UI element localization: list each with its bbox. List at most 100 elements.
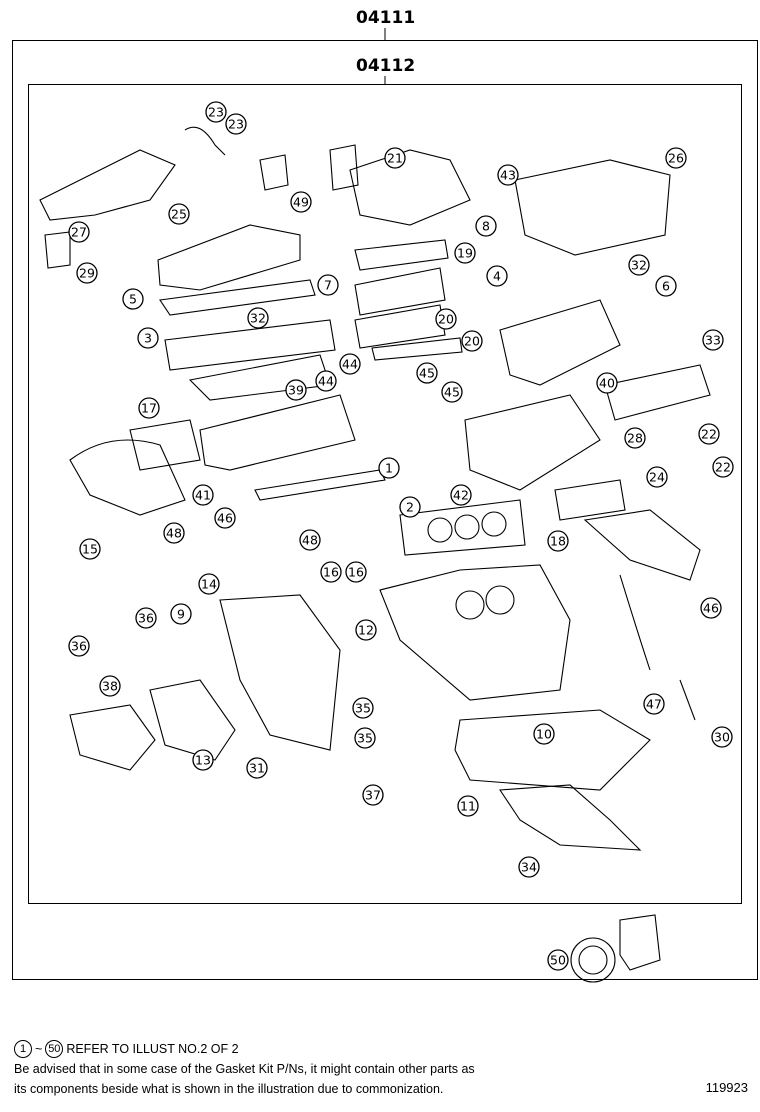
callout-circle xyxy=(450,484,472,506)
parts-outlines xyxy=(39,126,711,983)
callout-6: 6 xyxy=(655,275,677,297)
outer-kit-frame xyxy=(12,40,758,980)
callout-circle xyxy=(711,726,733,748)
callout-4: 4 xyxy=(486,265,508,287)
callout-number: 4 xyxy=(493,269,501,284)
callout-circle xyxy=(214,507,236,529)
callout-circle xyxy=(285,379,307,401)
callout-circle xyxy=(99,675,121,697)
callout-45: 45 xyxy=(441,381,463,403)
callout-circle xyxy=(700,597,722,619)
callout-39: 39 xyxy=(285,379,307,401)
callout-number: 6 xyxy=(662,279,670,294)
callout-circle xyxy=(475,215,497,237)
callout-number: 3 xyxy=(144,331,152,346)
callout-40: 40 xyxy=(596,372,618,394)
callout-number: 36 xyxy=(71,639,87,654)
callout-circle xyxy=(643,693,665,715)
callout-23: 23 xyxy=(205,101,227,123)
callout-33: 33 xyxy=(702,329,724,351)
callout-45: 45 xyxy=(416,362,438,384)
callout-number: 28 xyxy=(627,431,643,446)
callout-number: 27 xyxy=(71,225,87,240)
callout-44: 44 xyxy=(315,370,337,392)
callout-number: 44 xyxy=(318,374,334,389)
callout-21: 21 xyxy=(384,147,406,169)
callout-48: 48 xyxy=(299,529,321,551)
callout-44: 44 xyxy=(339,353,361,375)
callout-14: 14 xyxy=(198,573,220,595)
callout-25: 25 xyxy=(168,203,190,225)
callout-circle xyxy=(384,147,406,169)
callout-20: 20 xyxy=(435,308,457,330)
callout-number: 23 xyxy=(208,105,224,120)
callout-9: 9 xyxy=(170,603,192,625)
ref-tilde: ~ xyxy=(35,1042,43,1056)
callout-number: 14 xyxy=(201,577,217,592)
callout-circle xyxy=(76,262,98,284)
callout-15: 15 xyxy=(79,538,101,560)
callout-number: 35 xyxy=(357,731,373,746)
ref-text: REFER TO ILLUST NO.2 OF 2 xyxy=(66,1042,239,1056)
callout-46: 46 xyxy=(214,507,236,529)
callout-20: 20 xyxy=(461,330,483,352)
callout-32: 32 xyxy=(628,254,650,276)
callout-number: 8 xyxy=(482,219,490,234)
callout-number: 19 xyxy=(457,246,473,261)
callout-7: 7 xyxy=(317,274,339,296)
callout-46: 46 xyxy=(700,597,722,619)
callout-number: 37 xyxy=(365,788,381,803)
callout-circle xyxy=(320,561,342,583)
callout-circle xyxy=(192,749,214,771)
callout-26: 26 xyxy=(665,147,687,169)
illustration-id: 119923 xyxy=(705,1080,748,1095)
callout-16: 16 xyxy=(345,561,367,583)
callout-number: 22 xyxy=(701,427,717,442)
callout-30: 30 xyxy=(711,726,733,748)
callout-number: 20 xyxy=(438,312,454,327)
callout-34: 34 xyxy=(518,856,540,878)
callout-number: 38 xyxy=(102,679,118,694)
callout-number: 21 xyxy=(387,151,403,166)
callout-circle xyxy=(454,242,476,264)
callout-number: 33 xyxy=(705,333,721,348)
callout-18: 18 xyxy=(547,530,569,552)
callout-circle xyxy=(628,254,650,276)
callout-29: 29 xyxy=(76,262,98,284)
callout-circle xyxy=(399,496,421,518)
callout-circle xyxy=(168,203,190,225)
callout-circle xyxy=(435,308,457,330)
callout-number: 17 xyxy=(141,401,157,416)
callout-circle xyxy=(299,529,321,551)
callout-number: 9 xyxy=(177,607,185,622)
callout-11: 11 xyxy=(457,795,479,817)
callout-number: 13 xyxy=(195,753,211,768)
callout-circle xyxy=(698,423,720,445)
callout-5: 5 xyxy=(122,288,144,310)
outer-kit-code: 04111 xyxy=(356,8,416,28)
callout-number: 40 xyxy=(599,376,615,391)
callout-number: 2 xyxy=(406,500,414,515)
callout-circle xyxy=(68,635,90,657)
callout-circle xyxy=(79,538,101,560)
note-line-1: Be advised that in some case of the Gask… xyxy=(14,1062,475,1076)
callout-number: 46 xyxy=(217,511,233,526)
callout-27: 27 xyxy=(68,221,90,243)
callout-36: 36 xyxy=(135,607,157,629)
callout-50: 50 xyxy=(547,949,569,971)
callout-number: 39 xyxy=(288,383,304,398)
callout-circle xyxy=(205,101,227,123)
callout-22: 22 xyxy=(712,456,734,478)
callout-circle xyxy=(712,456,734,478)
callout-circle xyxy=(486,265,508,287)
callout-35: 35 xyxy=(352,697,374,719)
callout-49: 49 xyxy=(290,191,312,213)
callout-circle xyxy=(655,275,677,297)
callout-16: 16 xyxy=(320,561,342,583)
callout-number: 15 xyxy=(82,542,98,557)
callout-circle xyxy=(352,697,374,719)
callout-23: 23 xyxy=(225,113,247,135)
callout-24: 24 xyxy=(646,466,668,488)
callout-circle xyxy=(135,607,157,629)
